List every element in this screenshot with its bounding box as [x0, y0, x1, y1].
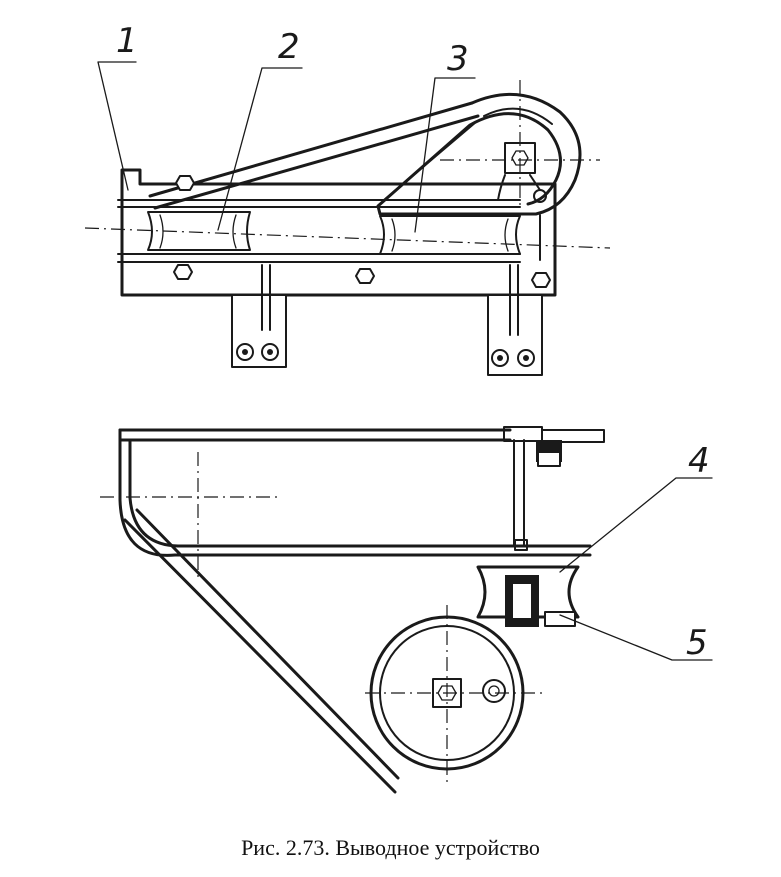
- top-view: 1 2 3: [84, 21, 611, 376]
- leader-4: [559, 477, 713, 573]
- leader-2: [217, 67, 303, 231]
- bracket-right: [487, 264, 543, 376]
- upper-tube: [118, 428, 512, 442]
- lower-pulley-washer-hole: [488, 685, 500, 697]
- leader-5: [559, 614, 713, 661]
- callout-2: 2: [278, 27, 300, 67]
- bottom-view: 4 5: [100, 426, 713, 794]
- leader-1: [97, 61, 137, 191]
- corner-tube-inner: [128, 438, 592, 548]
- loop-tube-inner: [383, 107, 553, 201]
- roller-left: [147, 211, 251, 251]
- corner-tube-outer: [118, 428, 592, 557]
- top-clamp: [503, 426, 605, 467]
- callout-4: 4: [688, 441, 710, 481]
- callout-3: 3: [447, 39, 469, 79]
- top-axis-horizontal: [84, 227, 611, 249]
- frame-bottom-rail: [117, 253, 521, 263]
- lower-pulley-washer: [482, 679, 506, 703]
- pulley-bolt: [533, 189, 547, 203]
- lower-diagonal-tube: [123, 508, 400, 794]
- frame-bolts: [173, 175, 551, 288]
- callout-1: 1: [116, 21, 138, 61]
- pulley-bracket: [497, 174, 541, 201]
- vertical-post: [513, 439, 525, 546]
- leader-3: [414, 77, 476, 233]
- pulley-nut-hex: [511, 150, 529, 166]
- loop-tube: [376, 92, 582, 216]
- callout-5: 5: [686, 623, 708, 663]
- roller-assembly: [476, 539, 580, 627]
- figure-caption: Рис. 2.73. Выводное устройство: [241, 835, 540, 860]
- roller-right: [379, 215, 521, 255]
- frame-inner-edge: [121, 214, 541, 261]
- bracket-left: [231, 264, 287, 368]
- diagonal-tube: [148, 101, 480, 210]
